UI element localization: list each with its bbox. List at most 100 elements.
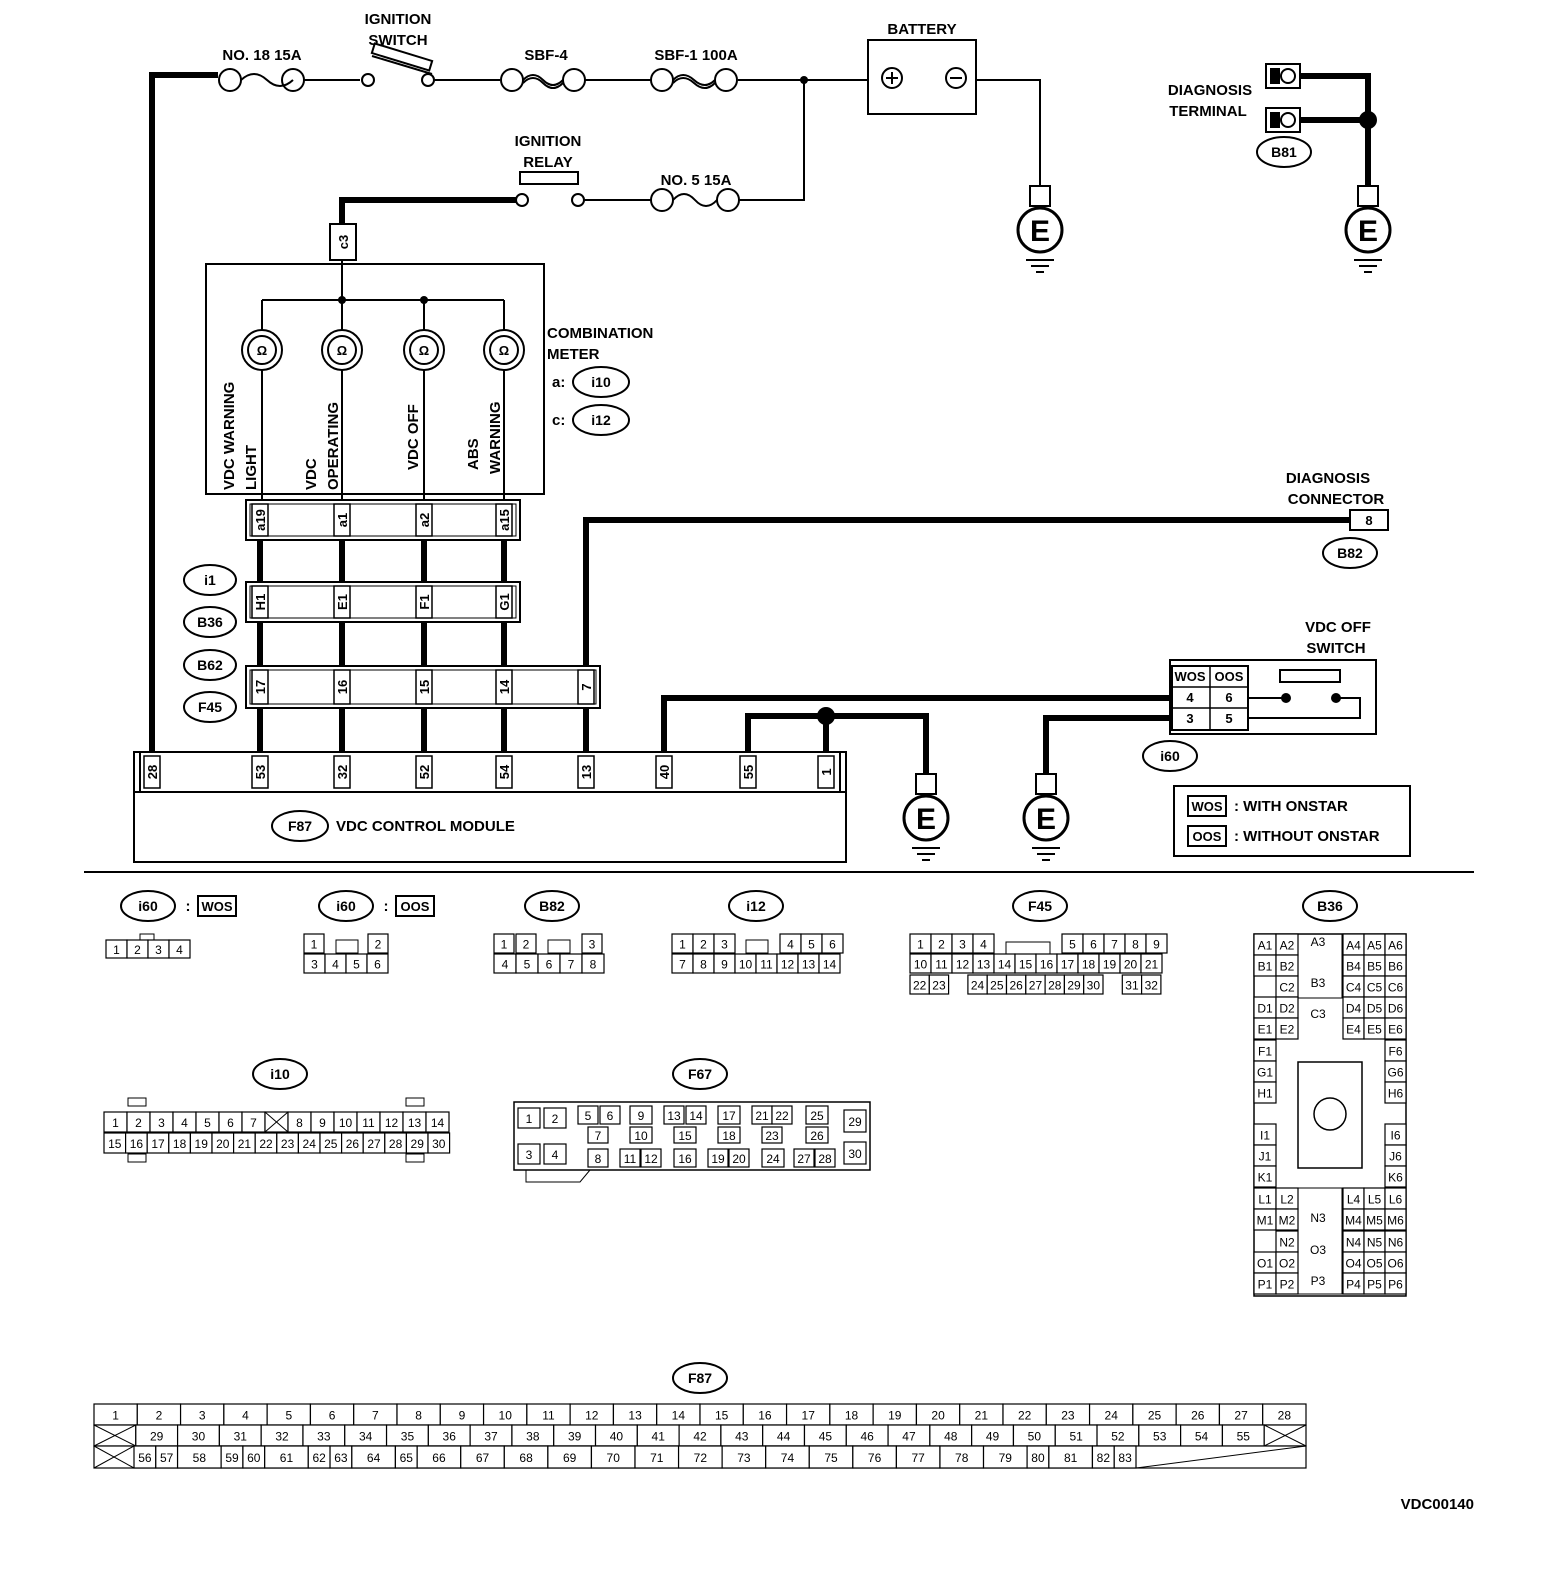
- combination-meter: c3 COMBINATION METER a: i10 c: i12 Ω VDC…: [205, 223, 653, 495]
- pin-number: 14: [823, 958, 837, 972]
- pin-cell: 25: [986, 974, 1008, 995]
- pin-number: 1: [917, 938, 924, 952]
- pin-cell: A4: [1342, 933, 1365, 956]
- pin-cell: 68: [503, 1445, 549, 1469]
- pin-cell: 39: [553, 1424, 597, 1447]
- module-pin-box: [739, 755, 757, 789]
- junction-dots: [338, 76, 1377, 725]
- pin-number: B1: [1258, 960, 1273, 974]
- pin-number: P4: [1346, 1278, 1361, 1292]
- pin-number: 39: [568, 1430, 582, 1444]
- pin-number: 3: [311, 958, 318, 972]
- pin-number: 17: [151, 1137, 165, 1151]
- pin-cell: 78: [939, 1445, 985, 1469]
- legend-tag-oos: OOS: [1193, 829, 1222, 844]
- meter-a-prefix: a:: [552, 374, 565, 391]
- pin-cell: 6: [218, 1111, 243, 1133]
- pin-cell: K1: [1253, 1165, 1277, 1188]
- pin-number: 38: [526, 1430, 540, 1444]
- i1-b36-connector-row: H1 E1 F1 G1: [245, 581, 521, 623]
- pin-number: 3: [158, 1116, 165, 1130]
- pin-cell: 18: [717, 1126, 741, 1144]
- pin-number: 5: [1069, 938, 1076, 952]
- pin-cell: 2: [367, 933, 389, 954]
- pin-number: 25: [324, 1137, 338, 1151]
- pin-number: 71: [650, 1451, 664, 1465]
- pin-cell: 4: [779, 933, 802, 954]
- pin-cell: 13: [402, 1111, 427, 1133]
- pin-cell: 4: [972, 933, 995, 954]
- pin-number: 4: [502, 958, 509, 972]
- meter-c3-pin: c3: [336, 235, 351, 249]
- pin-number: O5: [1366, 1257, 1382, 1271]
- pin-cell: 44: [762, 1424, 806, 1447]
- pin-16: 16: [335, 680, 350, 694]
- pin-number: 11: [624, 1152, 637, 1166]
- pin-cell: 1: [105, 939, 128, 959]
- pin-number: 47: [902, 1430, 916, 1444]
- pin-cell: 9: [713, 953, 736, 974]
- pin-number: 24: [1105, 1409, 1119, 1423]
- pin-cell: 21: [751, 1105, 773, 1125]
- view-f67-name: F67: [688, 1066, 712, 1082]
- pin-cell: 16: [673, 1148, 697, 1168]
- pin-cell: 1: [303, 933, 325, 954]
- pin-number: M1: [1257, 1214, 1274, 1228]
- pin-cell: 2: [515, 933, 537, 954]
- pin-cell: 3: [147, 939, 170, 959]
- pin-number: 30: [1087, 979, 1101, 993]
- pin-cell: 10: [629, 1126, 653, 1144]
- pin-cell: 3: [951, 933, 974, 954]
- pin-cell: N2: [1275, 1230, 1299, 1253]
- pin-cell: M6: [1384, 1208, 1407, 1231]
- pin-cell: 1: [493, 933, 515, 954]
- pin-number: 57: [160, 1451, 174, 1465]
- pin-number: 26: [346, 1137, 360, 1151]
- pin-number: 2: [523, 938, 530, 952]
- pin-cell: 5: [515, 953, 539, 974]
- pin-cell: 80: [1026, 1445, 1050, 1469]
- module-label: F87 VDC CONTROL MODULE: [271, 810, 515, 842]
- pin-number: 17: [802, 1409, 816, 1423]
- pin-cell: G1: [1253, 1060, 1277, 1083]
- pin-number: 7: [568, 958, 575, 972]
- pin-cell: 24: [967, 974, 988, 995]
- module-name: VDC CONTROL MODULE: [336, 818, 515, 835]
- view-i60-wos-name: i60: [138, 898, 158, 914]
- pin-cell: 6: [537, 953, 561, 974]
- pin-cell: 77: [895, 1445, 941, 1469]
- pin-number: 30: [192, 1430, 206, 1444]
- switch-header-wos: WOS: [1174, 669, 1205, 684]
- pin-number: G1: [1257, 1066, 1273, 1080]
- pin-number: 2: [552, 1112, 559, 1126]
- pin-cell: 4: [172, 1111, 197, 1133]
- pin-number: 28: [389, 1137, 403, 1151]
- fuse-no18: NO. 18 15A: [218, 47, 305, 92]
- pin-number: 64: [367, 1451, 381, 1465]
- pin-number: K1: [1258, 1171, 1273, 1185]
- pin-cell: 67: [460, 1445, 505, 1469]
- pin-number: 22: [1018, 1409, 1032, 1423]
- lamp-vdc-operating: Ω VDC OPERATING: [303, 329, 363, 490]
- module-pin-53: 53: [253, 765, 268, 779]
- pin-cell: 41: [636, 1424, 680, 1447]
- pin-cell: 16: [124, 1132, 148, 1154]
- pin-cell: D2: [1275, 996, 1299, 1019]
- svg-text:Ω: Ω: [337, 343, 347, 358]
- ground-switch: E: [1022, 773, 1070, 861]
- pin-cell: P5: [1363, 1272, 1386, 1295]
- module-pin-1: 1: [819, 768, 834, 775]
- pin-cell: 22: [254, 1132, 278, 1154]
- pin-cell: 8: [287, 1111, 312, 1133]
- pin-cell: 72: [677, 1445, 723, 1469]
- pin-cell: 32: [260, 1424, 304, 1447]
- combination-meter-label-1: COMBINATION: [547, 325, 653, 342]
- pin-number: 41: [652, 1430, 666, 1444]
- pin-cell: N6: [1384, 1230, 1407, 1253]
- pin-cell: B1: [1253, 954, 1277, 977]
- pin-number: 12: [781, 958, 795, 972]
- pin-cell: C6: [1384, 975, 1407, 998]
